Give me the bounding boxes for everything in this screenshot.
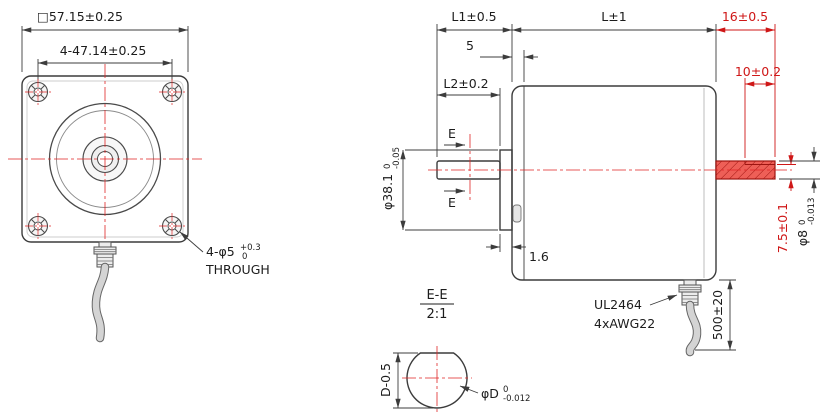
front-cable xyxy=(92,263,109,342)
svg-text:0: 0 xyxy=(798,220,808,225)
section-dia-dimension: φD xyxy=(481,386,499,401)
rear-shaft-length-dimension: 16±0.5 xyxy=(722,9,768,24)
section-scale: 2:1 xyxy=(427,307,448,322)
svg-text:500±20: 500±20 xyxy=(710,290,725,340)
section-dia-tol-bottom: -0.012 xyxy=(503,394,530,404)
svg-text:φ38.1: φ38.1 xyxy=(380,174,395,210)
flat-depth-dimension-lines xyxy=(777,152,796,191)
rear-flat-length-dimension: 10±0.2 xyxy=(735,64,781,79)
hole-callout-tol-bottom: 0 xyxy=(242,252,247,262)
svg-text:φ8: φ8 xyxy=(795,230,810,246)
flat-dimension: D-0.5 xyxy=(378,363,393,397)
rear-shaft-dia-dimension: φ8 0 -0.013 xyxy=(795,198,817,247)
cable-length-dimension: 500±20 xyxy=(710,290,725,340)
front-shaft-length-dimension-lines xyxy=(436,88,501,146)
mounting-hole-bottom-right xyxy=(159,213,185,239)
front-shaft-length-dimension: L2±0.2 xyxy=(443,76,488,91)
flange-thickness-dimension-lines xyxy=(480,50,538,82)
pilot-dia-dimension-lines xyxy=(400,149,498,231)
svg-text:-0.05: -0.05 xyxy=(392,147,402,169)
section-centerlines xyxy=(402,346,472,412)
svg-text:-0.013: -0.013 xyxy=(807,198,817,225)
frame-size-dimension: □57.15±0.25 xyxy=(37,9,123,24)
cable-spec-line2: 4xAWG22 xyxy=(594,316,655,331)
hole-callout-leader xyxy=(179,231,204,253)
shaft-cross-section xyxy=(406,352,468,409)
body-length-dimension: L±1 xyxy=(601,9,626,24)
front-cable-gland xyxy=(93,241,117,268)
pilot-dia-dimension: φ38.1 0 -0.05 xyxy=(380,147,402,210)
front-face-slot xyxy=(512,204,522,223)
pilot-height-dimension: 1.6 xyxy=(529,249,549,264)
side-cable xyxy=(686,301,701,356)
section-view: E-E 2:1 D-0.5 φD 0 -0.012 xyxy=(378,288,530,412)
side-view: L1±0.5 L±1 16±0.5 5 L2±0.2 φ38.1 0 -0.05 xyxy=(380,9,820,357)
mounting-hole-top-right xyxy=(159,79,185,105)
pilot-height-dimension-lines xyxy=(486,234,526,252)
svg-text:D-0.5: D-0.5 xyxy=(378,363,393,397)
cable-spec-leader xyxy=(649,294,678,306)
section-dia-tol-top: 0 xyxy=(503,385,508,395)
rear-flat-length-dimension-lines xyxy=(744,78,776,158)
mounting-holes xyxy=(25,79,185,239)
front-view: □57.15±0.25 4-47.14±0.25 xyxy=(8,9,270,343)
side-cable-gland xyxy=(678,279,702,306)
hole-callout-tol-top: +0.3 xyxy=(240,243,261,253)
svg-text:0: 0 xyxy=(383,164,393,169)
rear-shaft-dia-dimension-lines xyxy=(779,147,820,193)
side-view-top-dimensions xyxy=(436,24,776,157)
hole-callout-note: THROUGH xyxy=(205,262,270,277)
bolt-spacing-dimension: 4-47.14±0.25 xyxy=(60,43,147,58)
svg-text:7.5±0.1: 7.5±0.1 xyxy=(775,203,790,253)
cable-spec-line1: UL2464 xyxy=(594,297,642,312)
flat-dimension-lines xyxy=(393,352,433,409)
front-length-dimension: L1±0.5 xyxy=(451,9,496,24)
section-title: E-E xyxy=(426,288,447,303)
flange-thickness-dimension: 5 xyxy=(466,38,474,53)
section-mark-bottom: E xyxy=(448,195,456,210)
pilot-boss xyxy=(499,149,513,231)
flat-depth-dimension: 7.5±0.1 xyxy=(775,203,790,253)
mounting-hole-top-left xyxy=(25,79,51,105)
cable-length-dimension-lines xyxy=(695,279,736,351)
mounting-hole-bottom-left xyxy=(25,213,51,239)
section-mark-top: E xyxy=(448,126,456,141)
hole-callout-text: 4-φ5 xyxy=(206,244,235,259)
section-dia-leader xyxy=(459,385,479,394)
front-view-centerlines xyxy=(8,64,202,254)
